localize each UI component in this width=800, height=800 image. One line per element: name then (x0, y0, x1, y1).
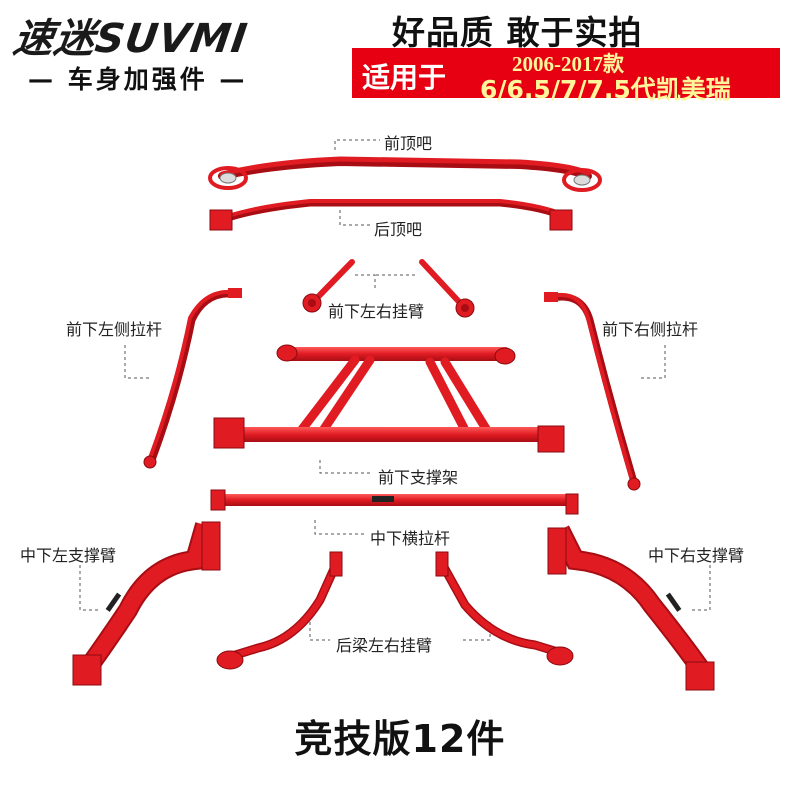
label-rear-beam-lr-arm: 后梁左右挂臂 (336, 636, 433, 655)
label-mid-lower-cross-rod: 中下横拉杆 (370, 529, 451, 548)
rear-top-bar-part (209, 199, 573, 231)
fitment-models: 6/6.5/7/7.5代凯美瑞 (480, 75, 731, 104)
label-mid-lower-right-arm: 中下右支撑臂 (648, 546, 745, 565)
label-front-top-bar: 前顶吧 (384, 134, 433, 153)
label-front-lower-lr-arm: 前下左右挂臂 (328, 302, 425, 321)
fitment-years: 2006-2017款 (512, 52, 624, 76)
mid-lower-right-arm-part (547, 525, 715, 691)
tagline: — 车身加强件 — (28, 65, 248, 94)
front-lower-right-rod-part (544, 292, 641, 491)
front-lower-left-rod-part (143, 288, 242, 469)
slogan: 好品质 敢于实拍 (392, 13, 643, 52)
front-top-bar-part (208, 156, 602, 192)
label-front-lower-left-rod: 前下左侧拉杆 (66, 320, 163, 339)
fitment-banner (352, 48, 780, 98)
rear-beam-lr-arm-part (216, 551, 574, 670)
label-mid-lower-left-arm: 中下左支撑臂 (20, 546, 117, 565)
label-front-lower-brace: 前下支撑架 (378, 468, 459, 487)
label-rear-top-bar: 后顶吧 (374, 220, 423, 239)
mid-lower-left-arm-part (72, 521, 221, 686)
edition-title: 竞技版12件 (294, 717, 506, 761)
front-lower-lr-arm-part (302, 259, 475, 318)
front-lower-brace-part (213, 344, 565, 453)
mid-lower-cross-rod-part (210, 489, 579, 515)
fitment-label: 适用于 (362, 61, 447, 94)
label-front-lower-right-rod: 前下右侧拉杆 (602, 320, 699, 339)
